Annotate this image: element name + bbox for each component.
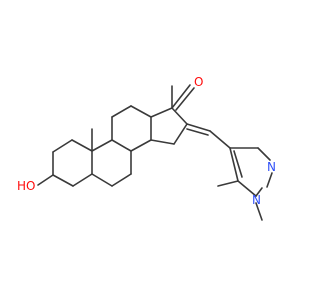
bond: [209, 130, 231, 149]
bond: [255, 187, 263, 197]
bond: [130, 105, 152, 118]
hydroxyl-label: HO: [17, 179, 35, 193]
bond: [171, 107, 188, 125]
bond: [91, 139, 113, 152]
bond: [186, 128, 209, 136]
bond: [52, 139, 73, 153]
bond: [71, 139, 93, 152]
bond: [257, 147, 271, 161]
bond: [130, 139, 152, 152]
bond: [52, 174, 74, 187]
bond: [266, 172, 273, 188]
bond: [229, 147, 239, 182]
ketone-oxygen-label: O: [194, 75, 203, 89]
bond: [233, 150, 243, 178]
bond: [150, 107, 173, 118]
molecule-diagram: O HO N N: [17, 75, 276, 221]
bond: [175, 87, 195, 111]
bond: [91, 173, 113, 187]
atom-labels: O HO N N: [17, 75, 276, 207]
bond: [111, 173, 132, 187]
bond: [111, 105, 132, 118]
bonds: [37, 84, 273, 221]
bond: [111, 139, 132, 152]
pyrazole-n-methyl-nitrogen-label: N: [252, 193, 261, 207]
bond: [72, 173, 93, 187]
pyrazole-nitrogen-label: N: [267, 160, 276, 174]
bond: [150, 139, 175, 145]
bond: [237, 180, 257, 197]
bond: [186, 123, 211, 132]
bond: [171, 84, 191, 109]
bond: [217, 180, 239, 187]
bond: [37, 174, 54, 186]
structure-svg: O HO N N: [17, 75, 276, 221]
bond: [173, 123, 188, 145]
bond: [255, 202, 263, 221]
